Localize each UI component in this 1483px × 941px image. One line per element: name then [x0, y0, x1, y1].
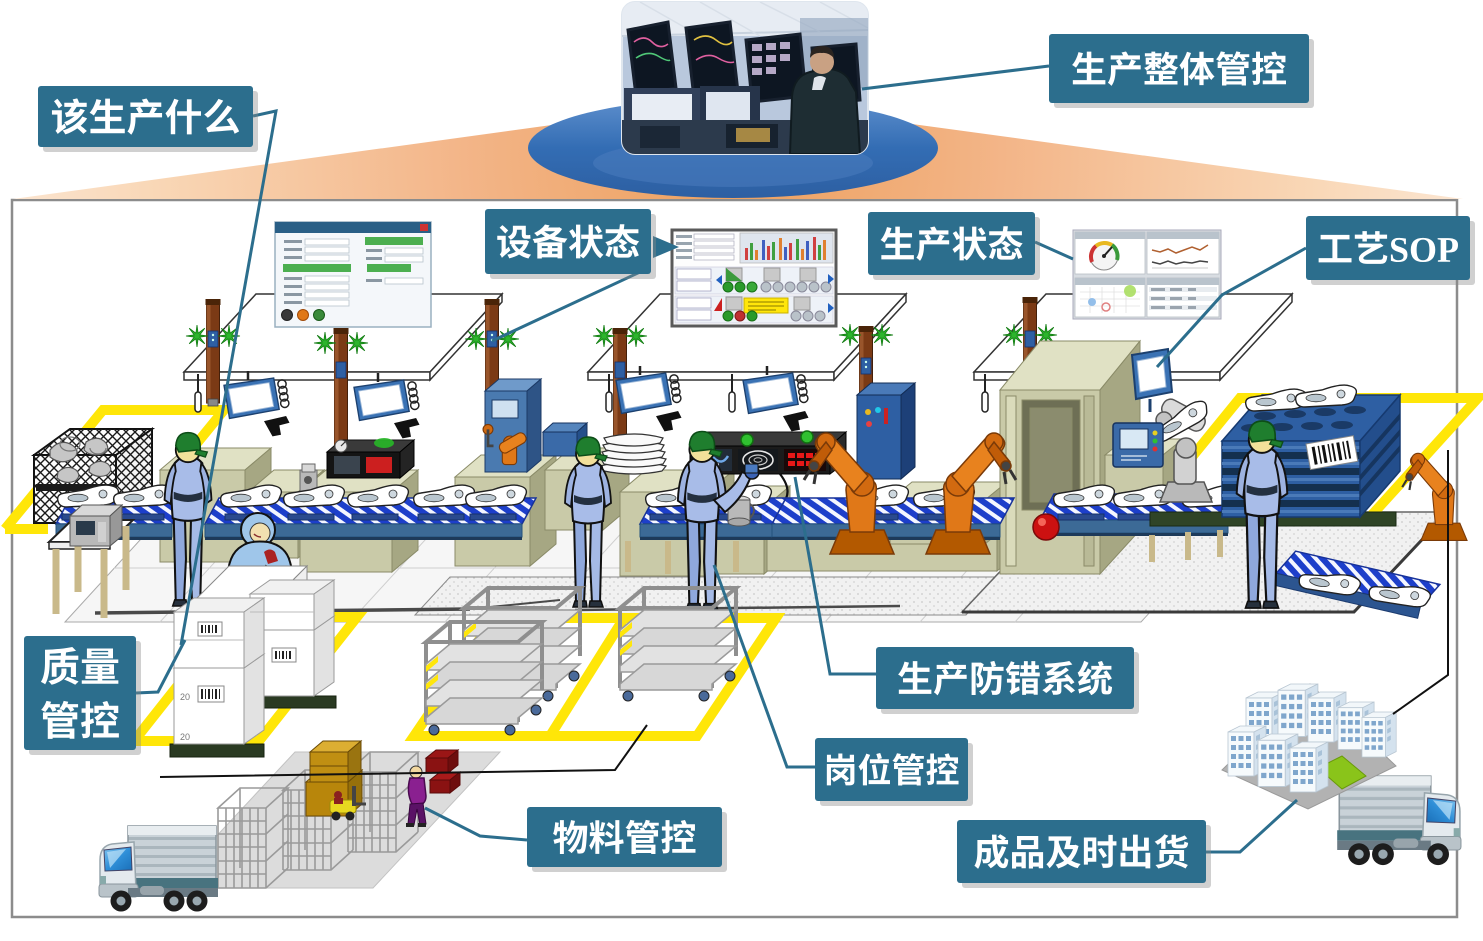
svg-text:20: 20	[180, 692, 190, 702]
svg-text:20: 20	[180, 732, 190, 742]
